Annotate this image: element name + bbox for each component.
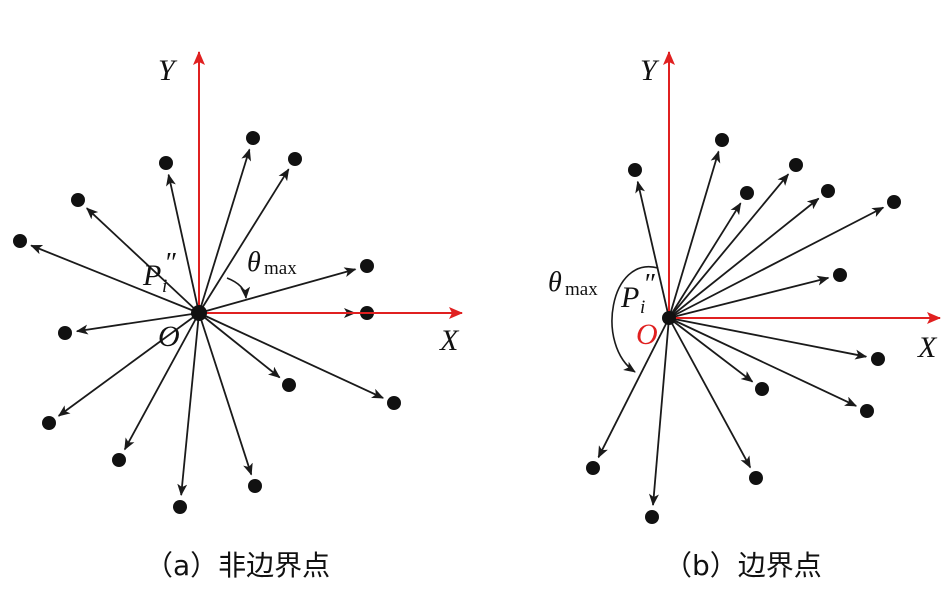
panel-a-neighbor-point-4 — [71, 193, 85, 207]
panel-a-x-label: X — [439, 324, 460, 357]
panel-a-ray-6 — [198, 267, 357, 314]
panel-a-neighbor-point-13 — [282, 378, 296, 392]
panel-b-ray-10 — [668, 317, 754, 383]
panel-b-neighbor-point-8 — [871, 352, 885, 366]
panel-a: Y X O P i ″ θ max （a）非边界点 — [13, 51, 463, 582]
panel-a-ray-5 — [30, 244, 200, 314]
panel-b-ray-2 — [668, 150, 721, 319]
panel-a-ray-14 — [198, 312, 385, 399]
panel-a-point-label-base: P — [142, 259, 161, 292]
panel-b: Y X O P i ″ θ max （b）边界点 — [548, 51, 941, 582]
panel-b-ray-9 — [668, 317, 858, 407]
panel-a-ray-1 — [198, 148, 251, 314]
panel-a-caption: （a）非边界点 — [145, 549, 330, 582]
panel-b-neighbor-point-13 — [586, 461, 600, 475]
panel-a-ray-4 — [86, 207, 200, 314]
panel-a-ray-9 — [57, 312, 200, 417]
panel-a-point-label: P i ″ — [142, 248, 176, 297]
panel-b-theta-symbol: θ — [548, 267, 562, 298]
panel-a-neighbor-point-6 — [360, 259, 374, 273]
panel-b-ray-1 — [635, 180, 670, 319]
panel-a-neighbor-point-3 — [159, 156, 173, 170]
panel-b-theta-arc — [611, 265, 659, 373]
panel-b-neighbor-point-6 — [887, 195, 901, 209]
panel-b-origin-point — [662, 311, 676, 325]
panel-a-theta-sub: max — [264, 258, 297, 279]
panel-b-neighbor-point-7 — [833, 268, 847, 282]
panel-a-point-label-sub: i — [162, 276, 167, 297]
panel-b-neighbor-point-9 — [860, 404, 874, 418]
panel-b-neighbor-point-3 — [789, 158, 803, 172]
panel-a-theta-symbol: θ — [247, 247, 261, 278]
panel-b-ray-7 — [668, 275, 830, 319]
panel-b-neighbor-point-4 — [740, 186, 754, 200]
panel-a-origin-point — [191, 305, 207, 321]
panel-a-points — [13, 131, 401, 514]
panel-b-neighbor-point-10 — [755, 382, 769, 396]
panel-a-point-label-sup: ″ — [164, 248, 176, 279]
panel-b-ray-4 — [668, 202, 742, 319]
panel-a-theta-arc — [226, 277, 251, 299]
panel-b-ray-12 — [648, 317, 670, 507]
panel-b-point-label-sup: ″ — [643, 269, 655, 300]
panel-a-neighbor-point-2 — [288, 152, 302, 166]
panel-a-ray-12 — [198, 312, 253, 476]
panel-a-neighbor-point-1 — [246, 131, 260, 145]
panel-b-y-label: Y — [640, 54, 660, 87]
panel-b-ray-6 — [668, 206, 885, 319]
panel-b-ray-8 — [668, 317, 868, 360]
panel-a-rays — [30, 148, 385, 497]
panel-b-point-label: P i ″ — [620, 269, 655, 318]
panel-a-ray-3 — [166, 173, 200, 314]
panel-a-y-label: Y — [158, 54, 178, 87]
panel-a-neighbor-point-5 — [13, 234, 27, 248]
panel-b-theta-sub: max — [565, 279, 598, 300]
panel-a-ray-8 — [75, 312, 200, 335]
panel-b-points — [586, 133, 901, 524]
panel-a-neighbor-point-10 — [112, 453, 126, 467]
panel-a-ray-11 — [177, 312, 200, 497]
panel-a-neighbor-point-14 — [387, 396, 401, 410]
panel-a-theta-label: θ max — [247, 247, 297, 279]
panel-b-point-label-base: P — [620, 281, 639, 314]
panel-a-neighbor-point-9 — [42, 416, 56, 430]
panel-a-neighbor-point-11 — [173, 500, 187, 514]
panel-b-ray-5 — [668, 197, 820, 319]
panel-a-ray-10 — [123, 312, 200, 451]
panel-b-neighbor-point-5 — [821, 184, 835, 198]
panel-b-origin-label: O — [636, 318, 658, 351]
panel-b-neighbor-point-2 — [715, 133, 729, 147]
panel-b-ray-11 — [668, 317, 752, 469]
panel-a-neighbor-point-12 — [248, 479, 262, 493]
panel-a-neighbor-point-8 — [58, 326, 72, 340]
panel-b-ray-3 — [668, 173, 790, 319]
panel-b-neighbor-point-1 — [628, 163, 642, 177]
panel-b-neighbor-point-11 — [749, 471, 763, 485]
panel-b-x-label: X — [917, 331, 938, 364]
panel-a-ray-2 — [198, 168, 290, 314]
panel-a-ray-13 — [198, 312, 281, 379]
panel-b-theta-label: θ max — [548, 267, 598, 300]
panel-b-point-label-sub: i — [640, 297, 645, 318]
panel-b-rays — [597, 150, 885, 507]
panel-a-origin-label: O — [158, 320, 180, 353]
panel-b-ray-13 — [597, 317, 670, 459]
panel-b-neighbor-point-12 — [645, 510, 659, 524]
panel-b-caption: （b）边界点 — [664, 549, 822, 582]
